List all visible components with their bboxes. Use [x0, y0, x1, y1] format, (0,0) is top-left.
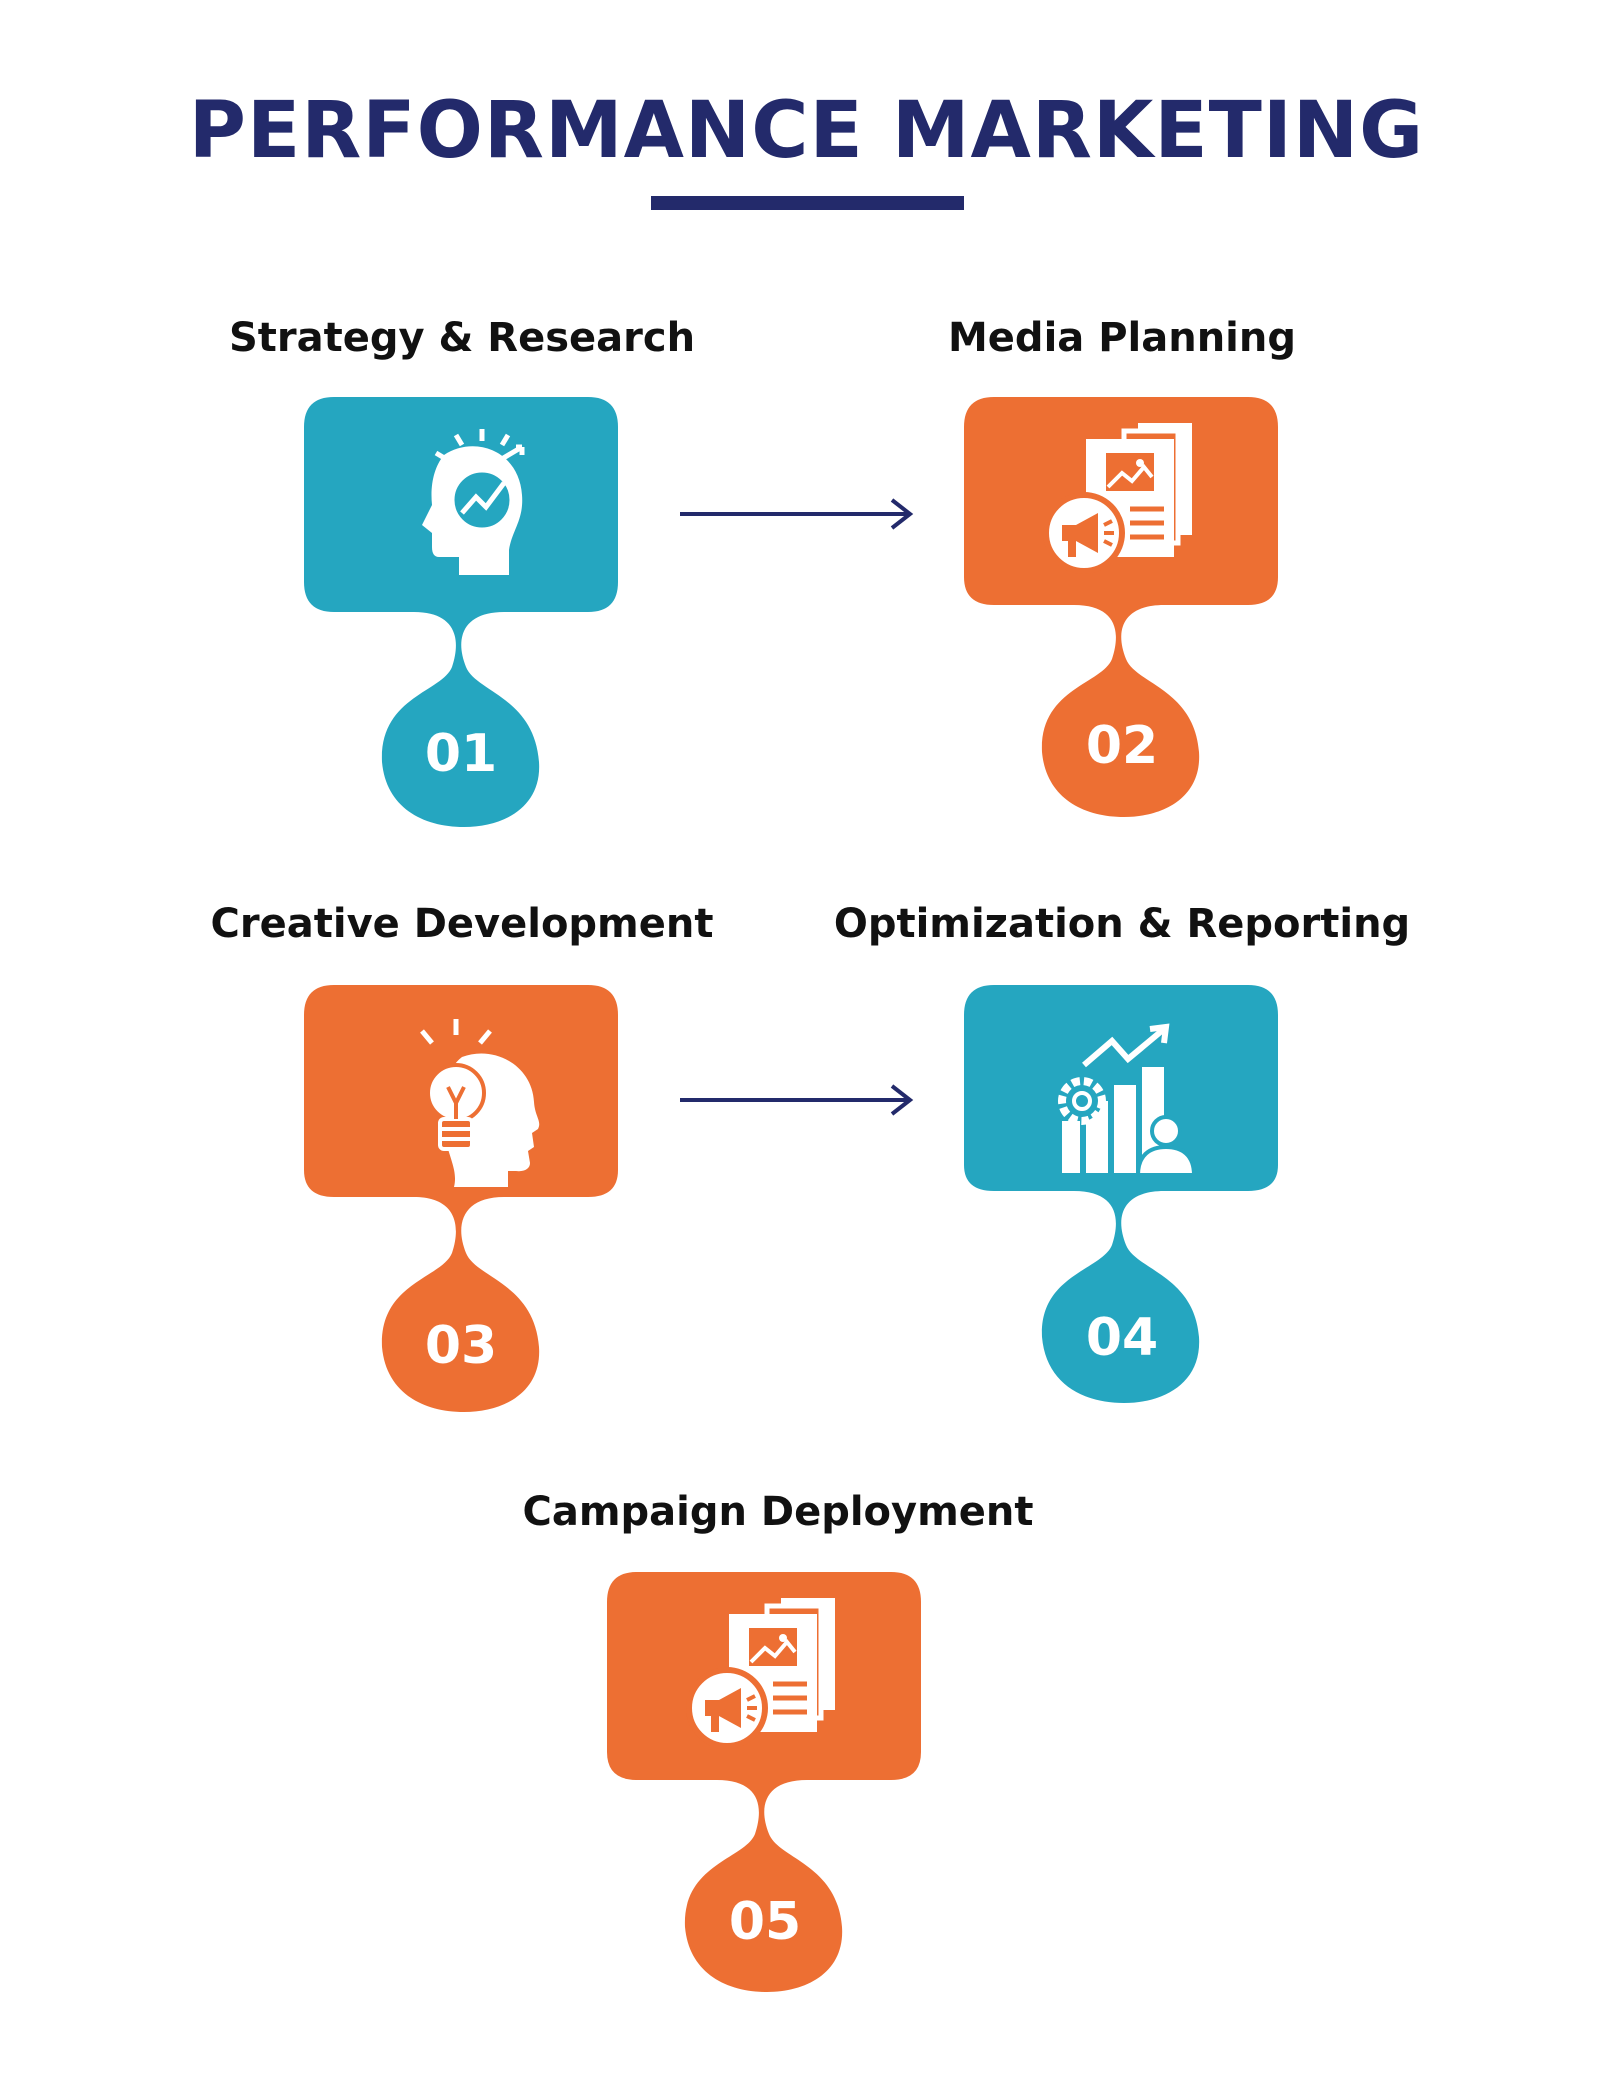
step-3-label: Creative Development [210, 901, 714, 947]
step-4-shape [964, 985, 1278, 1403]
step-1-card [304, 397, 618, 837]
step-1-label: Strategy & Research [228, 315, 696, 361]
title-underline [651, 196, 964, 210]
step-5-card [607, 1572, 921, 2012]
head-lightbulb-icon [420, 1019, 540, 1187]
step-5-shape [607, 1572, 921, 1992]
step-2-number: 02 [1085, 716, 1159, 776]
step-4-number: 04 [1085, 1308, 1159, 1368]
step-3-shape [304, 985, 618, 1412]
media-documents-icon [1043, 423, 1192, 574]
step-2-card [964, 397, 1278, 837]
step-4-label: Optimization & Reporting [833, 901, 1411, 947]
flow-arrow-1 [680, 498, 914, 530]
step-1-number: 01 [424, 724, 498, 784]
step-3-number: 03 [424, 1316, 498, 1376]
analytics-chart-icon [1058, 1023, 1197, 1177]
step-5-number: 05 [728, 1892, 802, 1952]
page-title: PERFORMANCE MARKETING [188, 86, 1425, 176]
flow-arrow-2 [680, 1084, 914, 1116]
media-documents-icon [686, 1598, 835, 1749]
head-growth-icon [422, 429, 525, 575]
step-2-label: Media Planning [948, 315, 1296, 361]
step-4-card [964, 985, 1278, 1425]
step-5-label: Campaign Deployment [522, 1489, 1034, 1535]
step-1-shape [304, 397, 618, 827]
step-3-card [304, 985, 618, 1425]
step-2-shape [964, 397, 1278, 817]
